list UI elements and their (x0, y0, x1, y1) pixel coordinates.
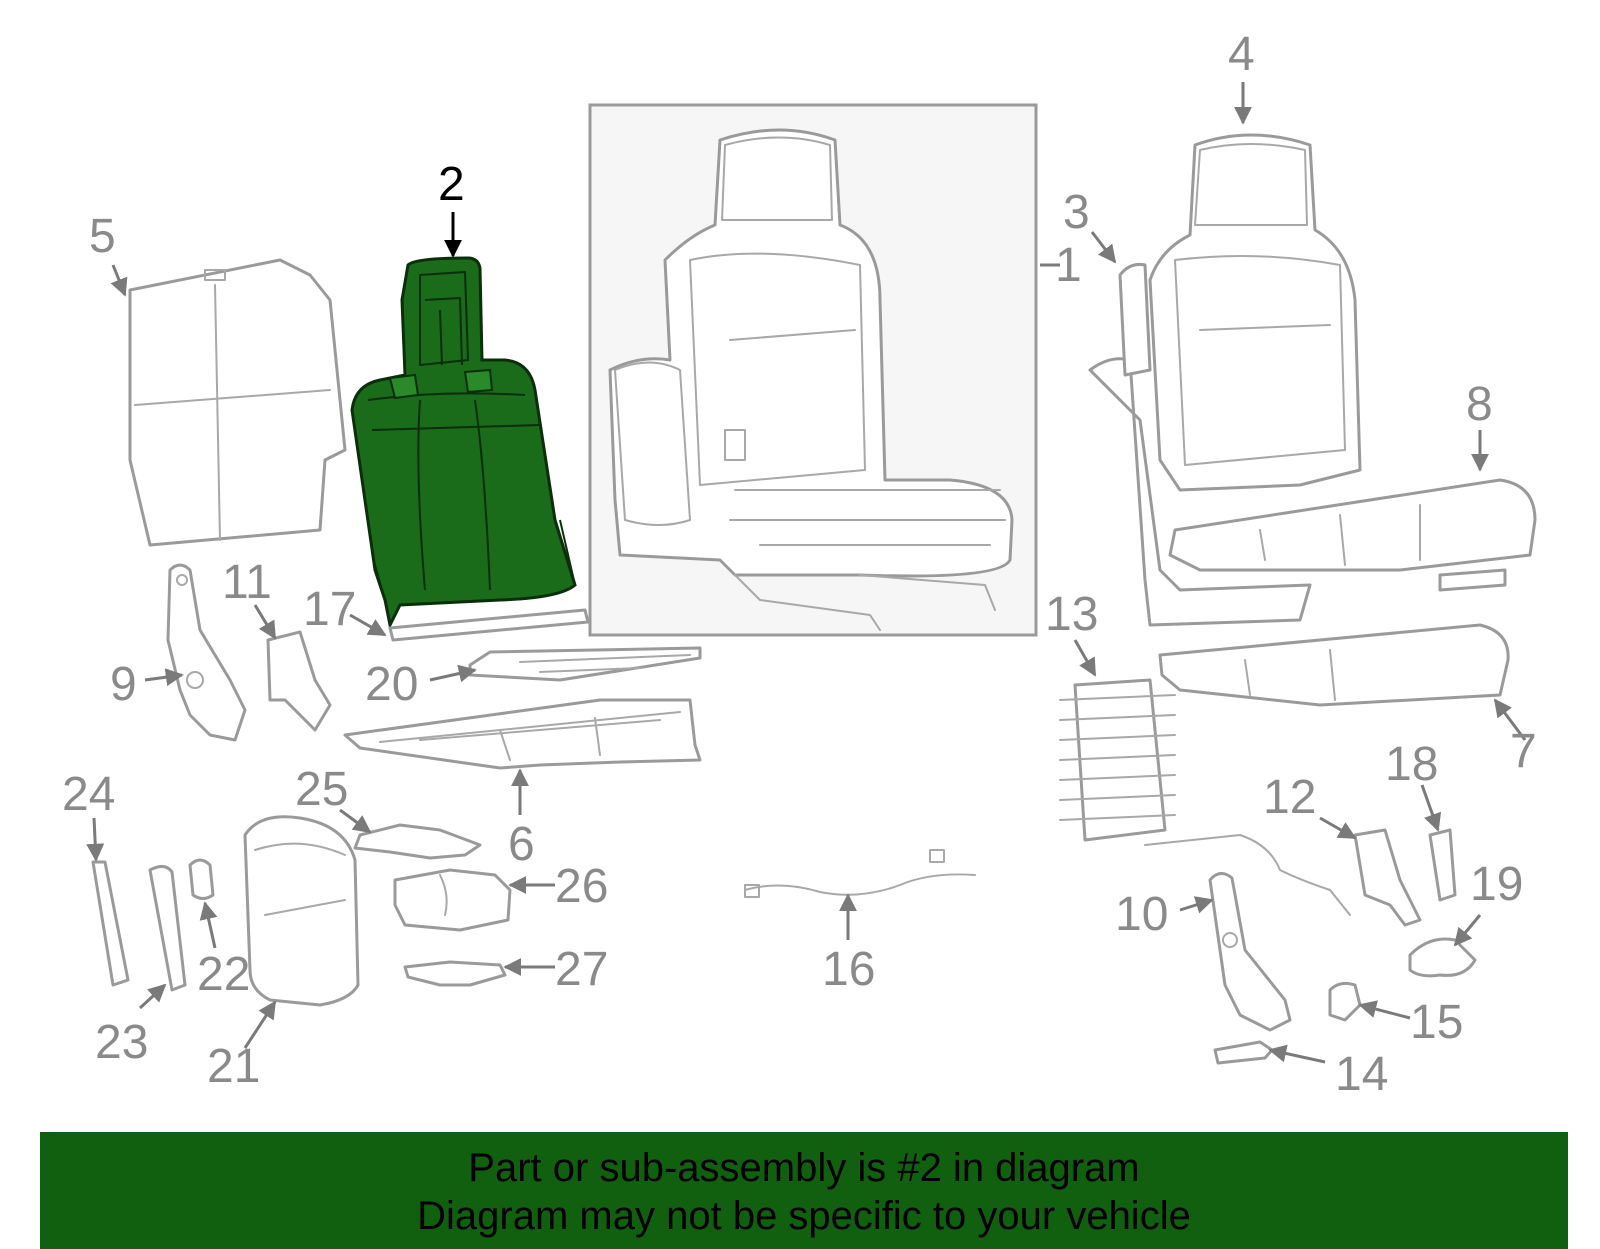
callout-3: 3 (1063, 186, 1090, 239)
small-parts-right (744, 678, 1477, 1065)
part-5-back-panel (128, 258, 347, 547)
callout-25: 25 (295, 763, 348, 816)
leader-lines (86, 82, 1527, 1064)
banner-line-part: Part or sub-assembly is #2 in diagram (468, 1146, 1140, 1190)
callout-8: 8 (1466, 378, 1493, 431)
callout-7: 7 (1510, 725, 1537, 778)
seat-assembly-inset (588, 103, 1038, 637)
callout-14: 14 (1335, 1048, 1388, 1101)
callout-19: 19 (1470, 858, 1523, 911)
callout-4: 4 (1228, 28, 1255, 81)
callout-12: 12 (1263, 771, 1316, 824)
callout-22: 22 (197, 948, 250, 1001)
callout-21: 21 (207, 1040, 260, 1093)
callout-13: 13 (1045, 588, 1098, 641)
seat-right-exploded (1088, 133, 1537, 707)
callout-17: 17 (303, 583, 356, 636)
callout-20: 20 (365, 658, 418, 711)
callout-11: 11 (222, 556, 272, 609)
callout-23: 23 (95, 1016, 148, 1069)
callout-10: 10 (1115, 888, 1168, 941)
callout-15: 15 (1410, 996, 1463, 1049)
callout-16: 16 (822, 943, 875, 996)
callout-6: 6 (508, 818, 535, 871)
callout-24: 24 (62, 768, 115, 821)
small-parts-left (91, 563, 702, 1007)
callout-26: 26 (555, 860, 608, 913)
banner-line-disclaimer: Diagram may not be specific to your vehi… (417, 1194, 1191, 1238)
callout-2: 2 (438, 158, 465, 211)
callout-1: 1 (1055, 239, 1082, 292)
callout-9: 9 (110, 658, 137, 711)
part-2-seat-back-frame (350, 256, 577, 630)
callout-27: 27 (555, 943, 608, 996)
callout-18: 18 (1385, 738, 1438, 791)
callout-5: 5 (89, 210, 116, 263)
info-banner: Part or sub-assembly is #2 in diagram Di… (40, 1132, 1568, 1249)
callout-labels: 1 2 3 4 5 6 7 8 9 10 11 12 13 14 15 16 1… (62, 28, 1537, 1101)
